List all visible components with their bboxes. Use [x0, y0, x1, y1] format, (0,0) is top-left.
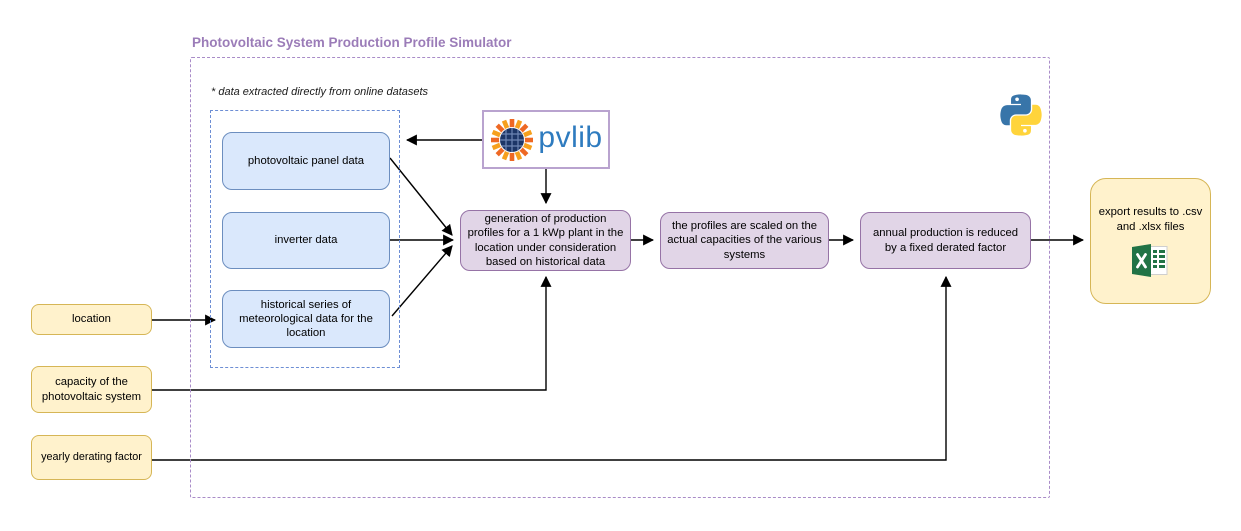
node-label: yearly derating factor [41, 450, 142, 463]
node-label: export results to .csv and .xlsx files [1098, 206, 1203, 233]
node-label: generation of production profiles for a … [467, 213, 624, 268]
node-label: photovoltaic panel data [247, 154, 365, 167]
pvlib-wordmark: pvlib [538, 121, 603, 154]
node-input-derating-factor: yearly derating factor [31, 435, 152, 480]
online-datasets-group [210, 110, 400, 368]
node-scaling-profiles: the profiles are scaled on the actual ca… [660, 212, 829, 269]
node-export-results: export results to .csv and .xlsx files [1090, 178, 1211, 304]
pvlib-logo: pvlib [482, 110, 610, 169]
node-label: capacity of the photovoltaic system [41, 376, 142, 403]
node-label: historical series of meteorological data… [239, 298, 373, 340]
node-label: inverter data [274, 234, 338, 247]
node-inverter-data: inverter data [222, 212, 390, 269]
node-generation-profiles: generation of production profiles for a … [460, 210, 631, 271]
node-derated-production: annual production is reduced by a fixed … [860, 212, 1031, 269]
datasets-note: * data extracted directly from online da… [211, 86, 429, 98]
node-input-location: location [31, 304, 152, 335]
page-title: Photovoltaic System Production Profile S… [192, 35, 512, 50]
pvlib-sun-icon [491, 118, 534, 161]
node-photovoltaic-panel-data: photovoltaic panel data [222, 132, 390, 190]
node-label: annual production is reduced by a fixed … [872, 227, 1019, 254]
simulator-boundary [190, 57, 1050, 498]
node-label: the profiles are scaled on the actual ca… [667, 220, 822, 261]
node-label: location [72, 313, 111, 326]
node-historical-meteo-data: historical series of meteorological data… [222, 290, 390, 348]
node-input-capacity: capacity of the photovoltaic system [31, 366, 152, 413]
python-icon [1000, 94, 1042, 136]
excel-icon [1131, 243, 1167, 277]
